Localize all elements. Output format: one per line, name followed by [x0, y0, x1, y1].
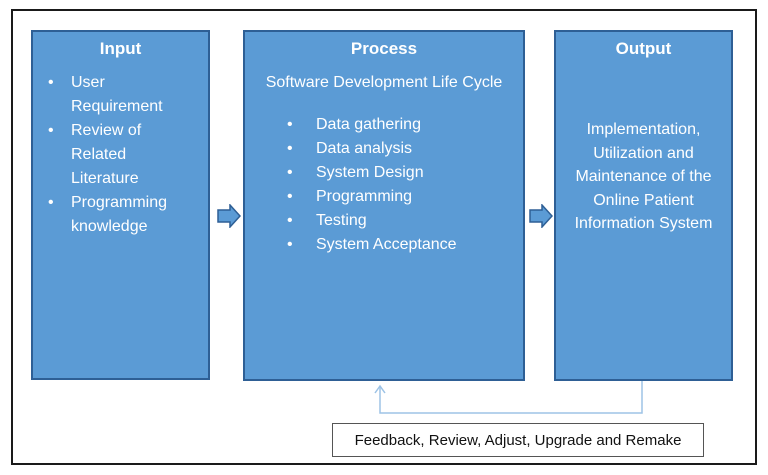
output-description: Implementation, Utilization and Maintena… [574, 121, 713, 232]
input-title: Input [99, 39, 142, 58]
process-item: System Design [287, 161, 523, 185]
process-subtitle: Software Development Life Cycle [265, 74, 503, 91]
process-item: System Acceptance [287, 233, 523, 257]
input-item: Programming knowledge [48, 191, 196, 239]
output-box: Output Implementation, Utilization and M… [554, 30, 733, 381]
process-box: Process Software Development Life Cycle … [243, 30, 525, 381]
process-list: Data gathering Data analysis System Desi… [287, 113, 523, 257]
right-arrow-icon [217, 204, 241, 228]
right-arrow-icon [529, 204, 553, 228]
process-item: Data analysis [287, 137, 523, 161]
input-item: Review of Related Literature [48, 119, 196, 191]
feedback-label: Feedback, Review, Adjust, Upgrade and Re… [354, 431, 682, 449]
process-title: Process [350, 39, 418, 58]
input-item: User Requirement [48, 71, 196, 119]
input-list: User Requirement Review of Related Liter… [48, 71, 208, 239]
feedback-box: Feedback, Review, Adjust, Upgrade and Re… [332, 423, 704, 457]
process-item: Programming [287, 185, 523, 209]
input-box: Input User Requirement Review of Related… [31, 30, 210, 380]
process-item: Testing [287, 209, 523, 233]
process-item: Data gathering [287, 113, 523, 137]
output-title: Output [615, 39, 672, 58]
